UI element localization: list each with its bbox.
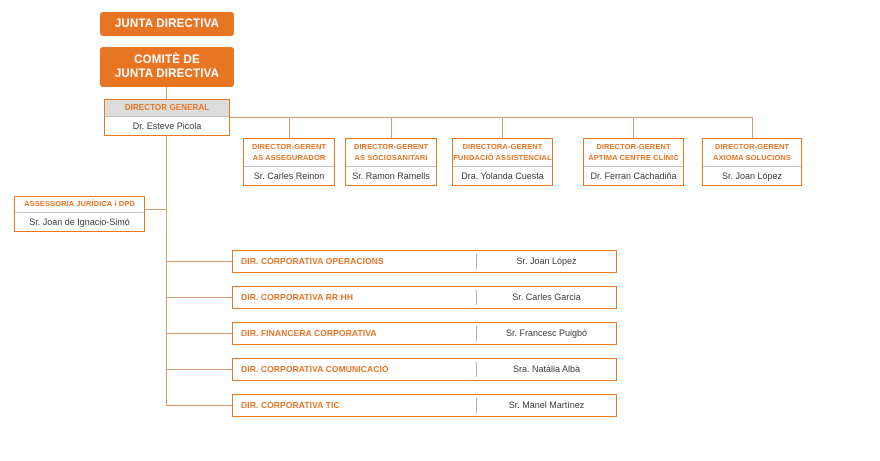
corp-name: Sr. Joan López [516, 256, 577, 266]
assessoria-name: Sr. Joan de Ignacio-Simó [29, 217, 130, 227]
gerent-box-axioma-solucions: DIRECTOR-GERENT AXIOMA SOLUCIONS Sr. Joa… [702, 138, 802, 186]
gerent-name: Dr. Ferran Cachadiña [590, 171, 677, 181]
divider [476, 290, 477, 305]
connector-line [289, 117, 290, 138]
corp-name: Sra. Natàlia Albà [512, 364, 581, 374]
gerent-title: DIRECTOR-GERENT ÀPTIMA CENTRE CLÍNIC [584, 139, 683, 167]
connector-line [752, 117, 753, 138]
connector-line [166, 261, 232, 262]
corp-name: Sr. Carles Garcia [512, 292, 581, 302]
corp-row-rrhh: DIR. CORPORATIVA RR HH Sr. Carles Garcia [232, 286, 617, 309]
gerent-name: Sr. Joan López [721, 171, 783, 181]
corp-row-operacions: DIR. CORPORATIVA OPERACIONS Sr. Joan Lóp… [232, 250, 617, 273]
corp-row-financera: DIR. FINANCERA CORPORATIVA Sr. Francesc … [232, 322, 617, 345]
gerent-title: DIRECTORA-GERENT FUNDACIÓ ASSISTENCIAL [453, 139, 552, 167]
corp-title: DIR. FINANCERA CORPORATIVA [241, 328, 377, 338]
corp-name: Sr. Manel Martínez [508, 400, 585, 410]
divider [476, 398, 477, 413]
gerent-box-as-sociosanitari: DIRECTOR-GERENT AS SOCIOSANITARI Sr. Ram… [345, 138, 437, 186]
director-general-box: DIRECTOR GENERAL Dr. Esteve Picola [104, 99, 230, 136]
connector-line [166, 87, 167, 99]
comite-junta-directiva-box: COMITÈ DE JUNTA DIRECTIVA [100, 47, 234, 87]
connector-line [633, 117, 634, 138]
corp-row-comunicacio: DIR. CORPORATIVA COMUNICACIÓ Sra. Natàli… [232, 358, 617, 381]
connector-line [230, 117, 753, 118]
connector-line [166, 333, 232, 334]
corp-title: DIR. CORPORATIVA TIC [241, 400, 340, 410]
corp-title: DIR. CORPORATIVA OPERACIONS [241, 256, 384, 266]
connector-line [166, 405, 232, 406]
connector-line [145, 209, 166, 210]
director-general-name: Dr. Esteve Picola [132, 121, 202, 131]
gerent-title: DIRECTOR-GERENT AS SOCIOSANITARI [346, 139, 436, 167]
gerent-name: Sr. Ramon Ramells [352, 171, 430, 181]
divider [476, 326, 477, 341]
connector-line [391, 117, 392, 138]
divider [476, 362, 477, 377]
assessoria-juridica-box: ASSESSORIA JURÍDICA i DPD Sr. Joan de Ig… [14, 196, 145, 232]
connector-line [502, 117, 503, 138]
divider [476, 254, 477, 269]
gerent-box-as-assegurador: DIRECTOR-GERENT AS ASSEGURADOR Sr. Carle… [243, 138, 335, 186]
corp-row-tic: DIR. CORPORATIVA TIC Sr. Manel Martínez [232, 394, 617, 417]
gerent-name: Dra. Yolanda Cuesta [461, 171, 544, 181]
gerent-name: Sr. Carles Reinon [253, 171, 325, 181]
connector-line [166, 297, 232, 298]
assessoria-title: ASSESSORIA JURÍDICA i DPD [15, 197, 144, 213]
connector-line [166, 369, 232, 370]
corp-title: DIR. CORPORATIVA RR HH [241, 292, 354, 302]
gerent-title: DIRECTOR-GERENT AXIOMA SOLUCIONS [703, 139, 801, 167]
gerent-title: DIRECTOR-GERENT AS ASSEGURADOR [244, 139, 334, 167]
corp-name: Sr. Francesc Puigbò [505, 328, 588, 338]
gerent-box-fundacio-assistencial: DIRECTORA-GERENT FUNDACIÓ ASSISTENCIAL D… [452, 138, 553, 186]
corp-title: DIR. CORPORATIVA COMUNICACIÓ [241, 364, 389, 374]
director-general-title: DIRECTOR GENERAL [105, 100, 229, 117]
gerent-box-aptima-centre-clinic: DIRECTOR-GERENT ÀPTIMA CENTRE CLÍNIC Dr.… [583, 138, 684, 186]
connector-line [166, 136, 167, 406]
junta-directiva-box: JUNTA DIRECTIVA [100, 12, 234, 36]
